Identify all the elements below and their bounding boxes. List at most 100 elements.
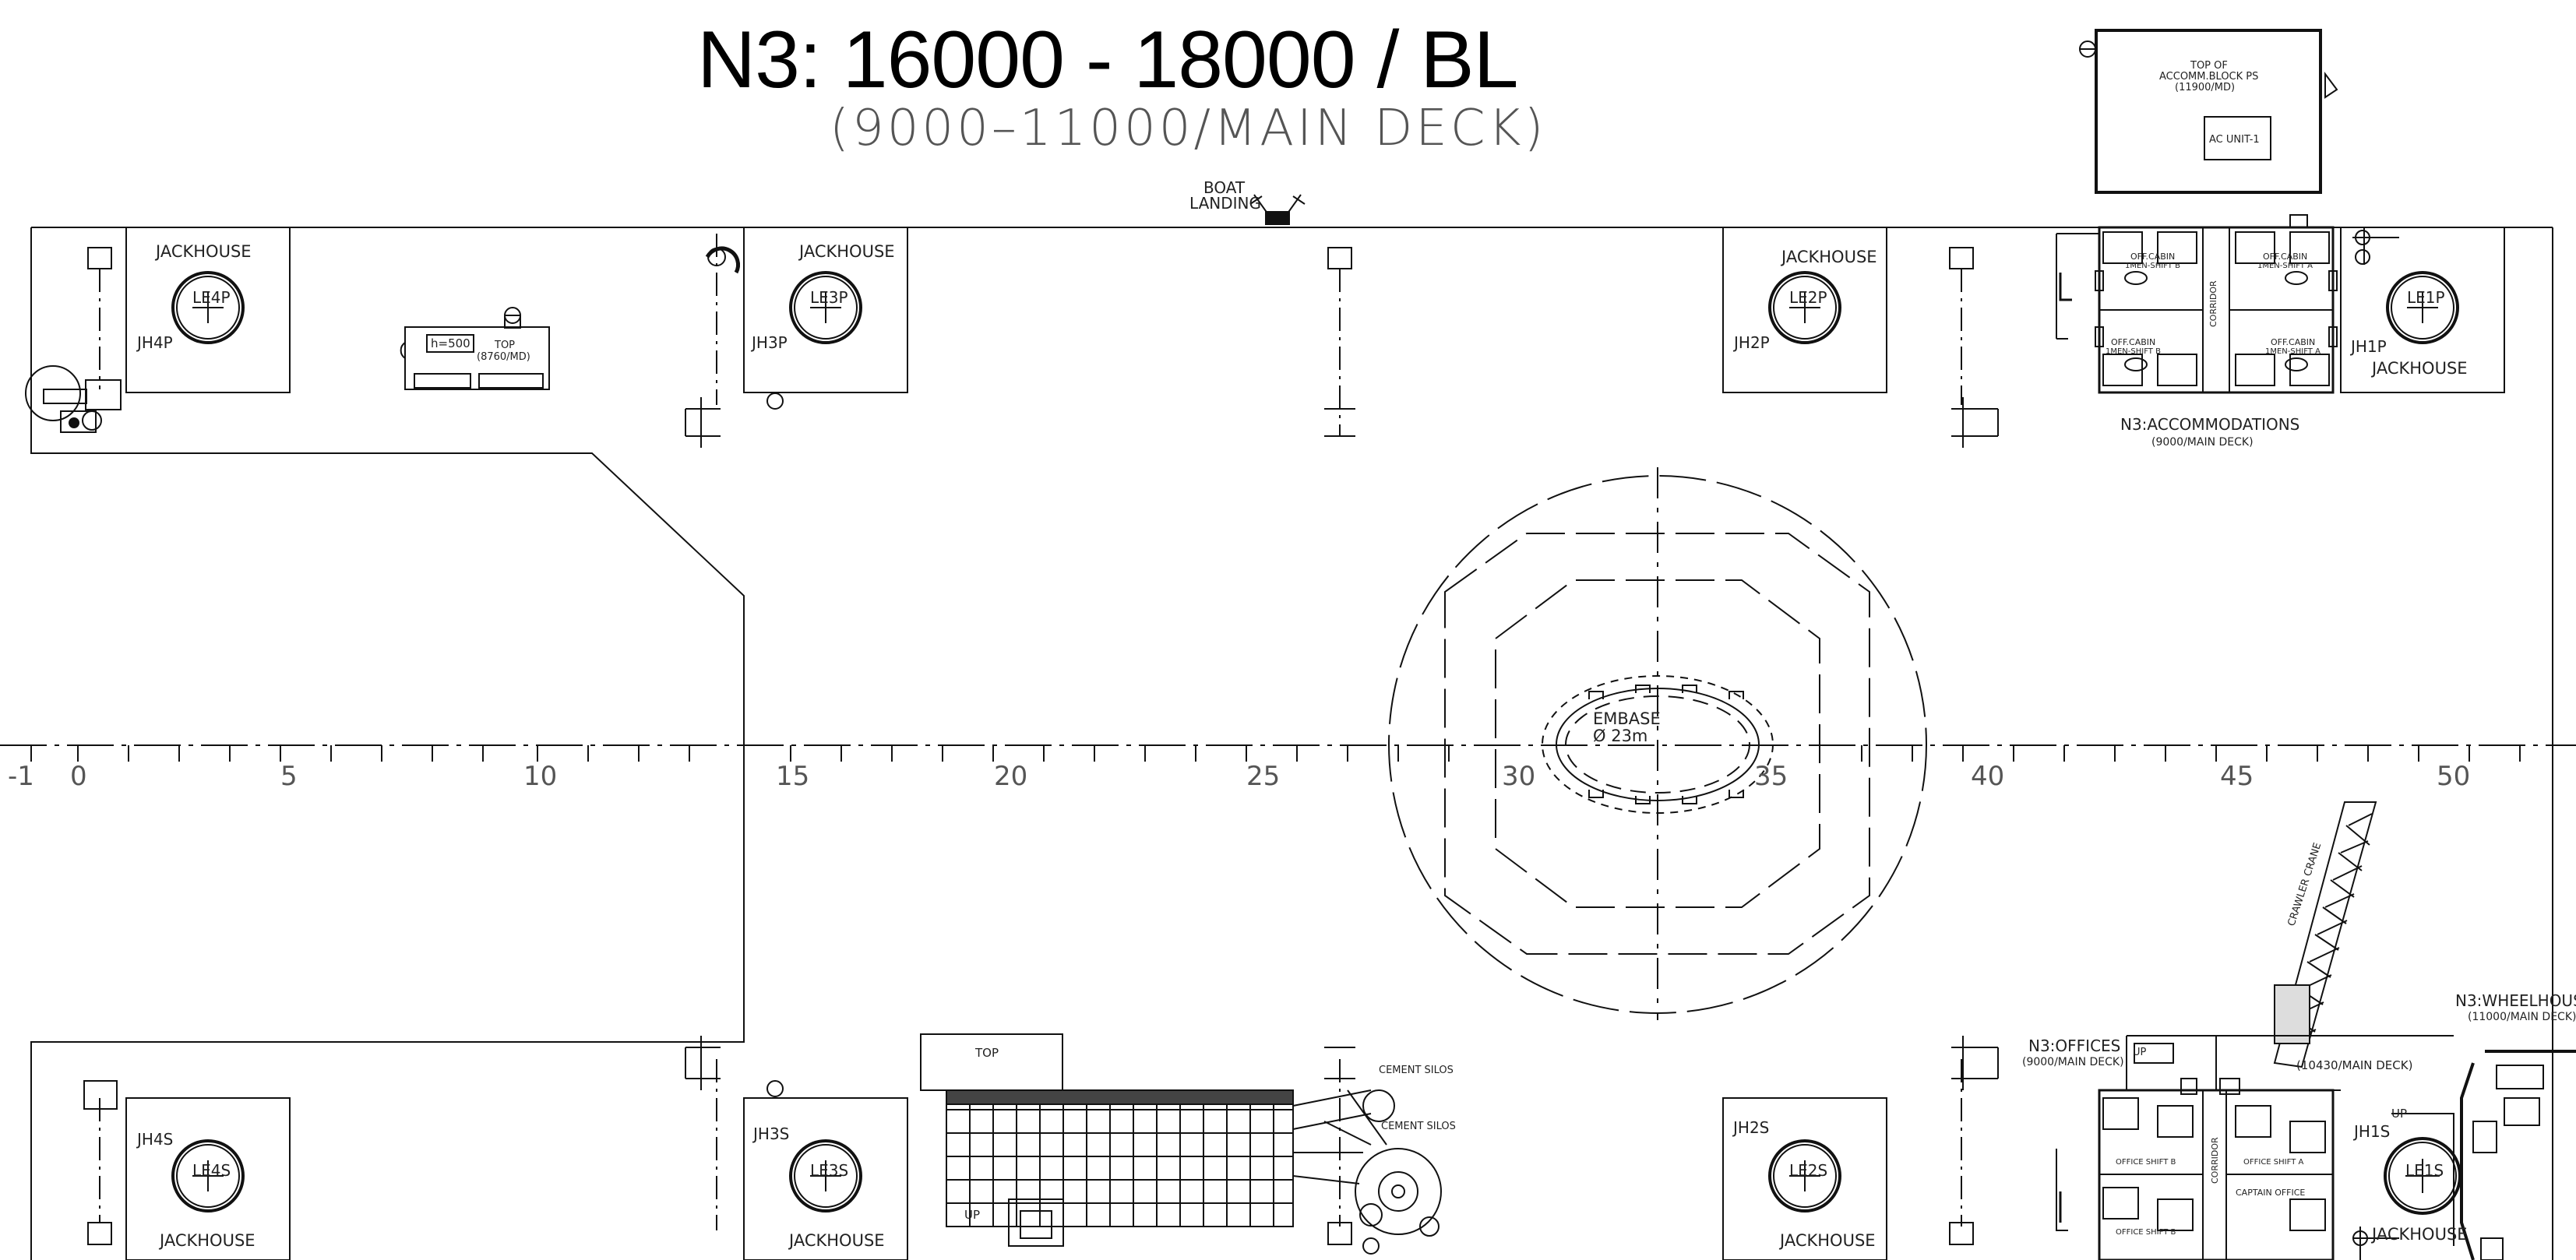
corridor-label-lower: CORRIDOR: [2210, 1137, 2220, 1184]
cement-silos-label-1: CEMENT SILOS: [1379, 1065, 1454, 1076]
deck-10430-label: (10430/MAIN DECK): [2296, 1058, 2412, 1072]
up-label-1: UP: [964, 1208, 980, 1222]
jackhouse-label-jh2p: JACKHOUSE: [1780, 248, 1877, 266]
axis-label-30: 30: [1502, 761, 1535, 792]
axis-label-45: 45: [2220, 761, 2254, 792]
le3s-label: LE3S: [810, 1161, 848, 1180]
cement-silos-label-2: CEMENT SILOS: [1381, 1121, 1456, 1132]
jackhouse-label-jh1p: JACKHOUSE: [2370, 359, 2468, 378]
men-shift-b-label-1: 1MEN-SHIFT B: [2125, 262, 2180, 270]
boat-landing-label-1: BOAT: [1203, 178, 1246, 197]
le4p-label: LE4P: [192, 288, 231, 307]
accomm-top-label-2: ACCOMM.BLOCK PS: [2159, 71, 2258, 83]
office-shift-b-label-2: OFFICE SHIFT B: [2116, 1228, 2176, 1237]
wheelhouse-label-2: (11000/MAIN DECK): [2468, 1011, 2576, 1023]
off-cabin-label-4: OFF.CABIN: [2271, 337, 2315, 347]
jackhouse-jh4s: [125, 1097, 291, 1260]
men-shift-b-label-2: 1MEN-SHIFT B: [2106, 347, 2161, 356]
leg-le1p: [2386, 271, 2459, 344]
top-8760-label-1: TOP: [494, 340, 515, 351]
le1s-label: LE1S: [2405, 1161, 2444, 1180]
leg-le3s: [789, 1139, 862, 1212]
axis-label-35: 35: [1754, 761, 1788, 792]
corridor-label-upper: CORRIDOR: [2208, 280, 2218, 327]
accommodations-label-2: (9000/MAIN DECK): [2151, 436, 2254, 449]
axis-label-0: 0: [70, 761, 87, 792]
jackhouse-jh2s: [1722, 1097, 1887, 1260]
leg-le2s: [1768, 1139, 1841, 1212]
le4s-label: LE4S: [192, 1161, 231, 1180]
jackhouse-label-jh1s: JACKHOUSE: [2370, 1225, 2468, 1244]
jh3s-label: JH3S: [752, 1124, 789, 1143]
axis-label-40: 40: [1971, 761, 2004, 792]
axis-label-15: 15: [776, 761, 809, 792]
ac-unit-1: [2204, 116, 2271, 160]
axis-ticks: [30, 745, 2521, 762]
jh2p-label: JH2P: [1732, 333, 1770, 352]
up-label-3: UP: [2391, 1107, 2407, 1121]
jh1p-label: JH1P: [2349, 337, 2387, 356]
page-title: N3: 16000 - 18000 / BL: [697, 15, 1518, 105]
off-cabin-label-3: OFF.CABIN: [2111, 337, 2155, 347]
wheelhouse-block: [2460, 1050, 2576, 1260]
crawler-crane-label: CRAWLER CRANE: [2286, 841, 2324, 927]
top-box: [920, 1033, 1063, 1091]
leg-le2p: [1768, 271, 1841, 344]
accommodations-label-1: N3:ACCOMMODATIONS: [2120, 415, 2299, 434]
offices-label-1: N3:OFFICES: [2028, 1037, 2120, 1055]
jackhouse-label-jh4s: JACKHOUSE: [158, 1231, 255, 1250]
axis-label-50: 50: [2437, 761, 2470, 792]
axis-label-20: 20: [994, 761, 1027, 792]
pipe-bundle: [946, 1089, 1294, 1227]
jackhouse-label-jh3s: JACKHOUSE: [788, 1231, 885, 1250]
embase: [1388, 467, 1927, 1020]
axis-label-m1: -1: [8, 761, 34, 792]
ac-unit-label: AC UNIT-1: [2209, 134, 2260, 146]
jackhouse-jh2p: [1722, 227, 1887, 393]
jh3p-label: JH3P: [750, 333, 788, 352]
accomm-top-label-3: (11900/MD): [2175, 82, 2235, 93]
up-label-2: UP: [2133, 1047, 2147, 1058]
jh4p-label: JH4P: [136, 333, 173, 352]
crawler-crane: [2273, 801, 2377, 1068]
leg-le3p: [789, 271, 862, 344]
jh1s-label: JH1S: [2352, 1122, 2390, 1141]
wheelhouse-label-1: N3:WHEELHOUSE: [2455, 991, 2576, 1010]
axis-label-25: 25: [1246, 761, 1280, 792]
page-subtitle: (9000–11000/MAIN DECK): [830, 100, 1547, 157]
jackhouse-jh3p: [743, 227, 908, 393]
le2s-label: LE2S: [1789, 1161, 1827, 1180]
cement-silo: [1355, 1148, 1442, 1235]
jackhouse-jh3s: [743, 1097, 908, 1260]
captain-office-label: CAPTAIN OFFICE: [2236, 1188, 2305, 1198]
jh4s-label: JH4S: [136, 1130, 173, 1149]
jackhouse-label-jh4p: JACKHOUSE: [154, 242, 252, 261]
boat-landing-label-2: LANDING: [1189, 194, 1261, 213]
accomm-block-top: [2095, 29, 2322, 194]
offices-label-2: (9000/MAIN DECK): [2022, 1056, 2124, 1068]
jackhouse-jh4p: [125, 227, 291, 393]
leg-le4p: [171, 271, 245, 344]
axis-label-10: 10: [523, 761, 557, 792]
boat-landing: [1265, 211, 1290, 225]
embase-label-1: EMBASE: [1593, 709, 1661, 728]
office-shift-b-label-1: OFFICE SHIFT B: [2116, 1158, 2176, 1167]
men-shift-a-label-1: 1MEN-SHIFT A: [2257, 262, 2313, 270]
off-cabin-label-2: OFF.CABIN: [2263, 252, 2307, 262]
office-shift-a-label: OFFICE SHIFT A: [2243, 1158, 2303, 1167]
h500-label: h=500: [431, 336, 470, 350]
jackhouse-jh1p: [2340, 227, 2505, 393]
jackhouse-label-jh2s: JACKHOUSE: [1778, 1231, 1876, 1250]
le3p-label: LE3P: [810, 288, 848, 307]
le1p-label: LE1P: [2407, 288, 2445, 307]
jh2s-label: JH2S: [1732, 1118, 1769, 1137]
off-cabin-label-1: OFF.CABIN: [2130, 252, 2175, 262]
top-box-label: TOP: [974, 1046, 999, 1060]
le2p-label: LE2P: [1789, 288, 1827, 307]
embase-label-2: Ø 23m: [1593, 727, 1647, 745]
axis-label-5: 5: [280, 761, 298, 792]
top-8760-label-2: (8760/MD): [477, 351, 530, 363]
jackhouse-label-jh3p: JACKHOUSE: [798, 242, 895, 261]
men-shift-a-label-2: 1MEN-SHIFT A: [2265, 347, 2321, 356]
